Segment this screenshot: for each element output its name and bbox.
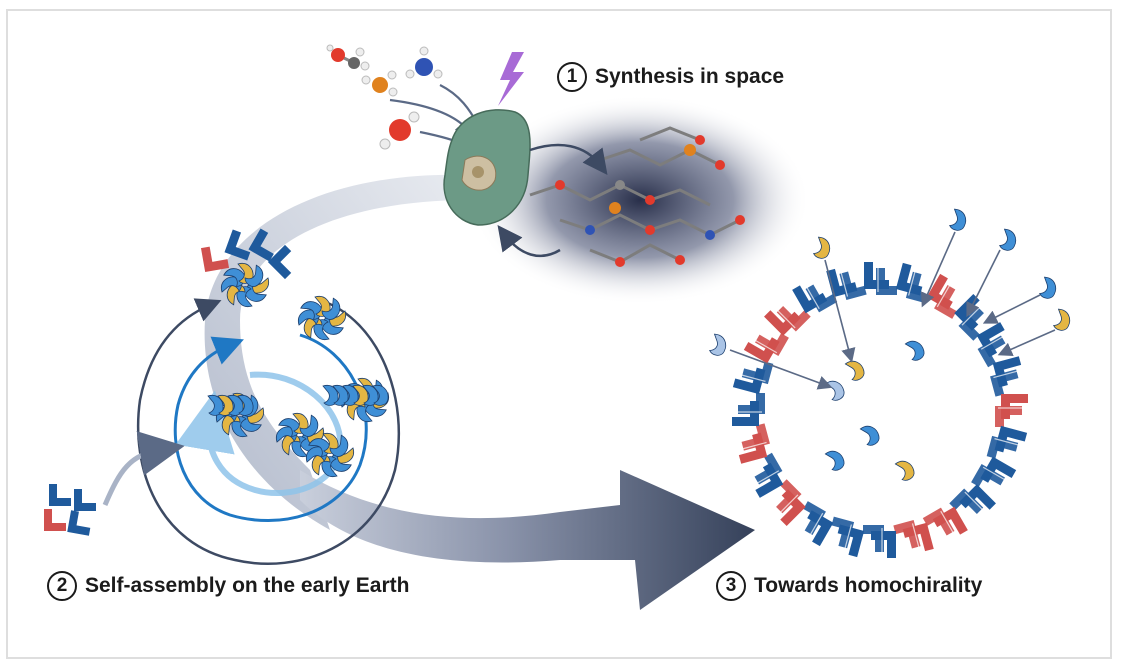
ring-block: [986, 425, 1028, 459]
step-2-badge: 2: [47, 571, 77, 601]
incoming-arrow: [729, 349, 833, 390]
monomer: [322, 432, 339, 454]
ring-block: [751, 452, 784, 498]
chiral-block: [224, 229, 251, 261]
ring-block: [826, 266, 867, 300]
monomer: [314, 295, 331, 317]
step-1-text: Synthesis in space: [595, 65, 785, 88]
monomer: [372, 384, 389, 406]
monomer: [709, 333, 727, 356]
incoming-arrow: [997, 329, 1056, 357]
dust-grain: [443, 109, 531, 226]
monomer: [824, 380, 845, 401]
reactant-molecules: [326, 44, 443, 150]
space-cycle-arrows: [497, 143, 608, 258]
ring-block: [893, 520, 934, 554]
monomer: [237, 262, 254, 284]
ring-block: [990, 356, 1024, 397]
ring-block: [792, 281, 838, 314]
entry-blocks: [44, 484, 96, 536]
monomer: [321, 456, 338, 478]
big-arrow: [300, 470, 755, 610]
monomer: [321, 297, 341, 320]
monomer: [859, 425, 880, 446]
monomer: [237, 394, 254, 416]
monomer: [1053, 308, 1071, 331]
incoming-arrow: [966, 249, 1001, 318]
chiral-block: [267, 244, 292, 280]
step-2-label: 2 Self-assembly on the early Earth: [47, 571, 409, 601]
chiral-block: [67, 510, 91, 536]
monomer: [999, 228, 1017, 251]
monomer: [844, 360, 865, 381]
ring-block: [736, 423, 770, 464]
ring-block: [971, 456, 1017, 487]
step-1-label: 1 Synthesis in space: [557, 62, 784, 92]
monomer-entry-arrow: [102, 431, 185, 506]
chiral-block: [44, 509, 66, 531]
ring-block: [922, 506, 968, 539]
monomer: [894, 460, 915, 481]
incoming-arrow: [920, 231, 956, 308]
ring-block: [775, 479, 806, 526]
monomer: [813, 236, 831, 259]
chiral-block: [200, 246, 230, 273]
molecule-atoms: [555, 135, 745, 267]
monomer: [231, 416, 248, 438]
ring-block: [803, 501, 834, 547]
ring-block: [864, 261, 897, 295]
ring-block: [743, 333, 789, 364]
step-3-label: 3 Towards homochirality: [716, 571, 982, 601]
step-1-badge: 1: [557, 62, 587, 92]
monomer: [292, 412, 309, 434]
ring-block: [731, 393, 765, 426]
monomer: [299, 414, 319, 437]
homochiral-ring: [731, 261, 1029, 559]
step-2-text: Self-assembly on the early Earth: [85, 574, 410, 597]
swoosh-arc: [204, 174, 470, 530]
incoming-arrow: [824, 259, 856, 363]
monomer: [313, 319, 330, 341]
ring-monomers: [709, 208, 1071, 481]
monomer-clusters: [200, 228, 390, 478]
lightning-icon: [498, 52, 524, 106]
monomer: [1039, 276, 1057, 299]
chiral-block: [74, 489, 96, 511]
step-3-badge: 3: [716, 571, 746, 601]
monomer: [236, 286, 253, 308]
ring-block: [995, 394, 1029, 427]
ring-block: [732, 361, 774, 395]
monomer: [244, 264, 264, 287]
ring-block: [863, 525, 896, 559]
chiral-block: [248, 228, 274, 262]
monomer: [904, 340, 925, 361]
incoming-arrow: [982, 294, 1041, 324]
monomer: [949, 208, 967, 231]
monomer: [291, 436, 308, 458]
monomer: [824, 450, 845, 471]
step-3-text: Towards homochirality: [754, 574, 983, 597]
chiral-block: [49, 484, 71, 506]
ring-block: [831, 516, 865, 558]
monomer: [329, 434, 349, 457]
